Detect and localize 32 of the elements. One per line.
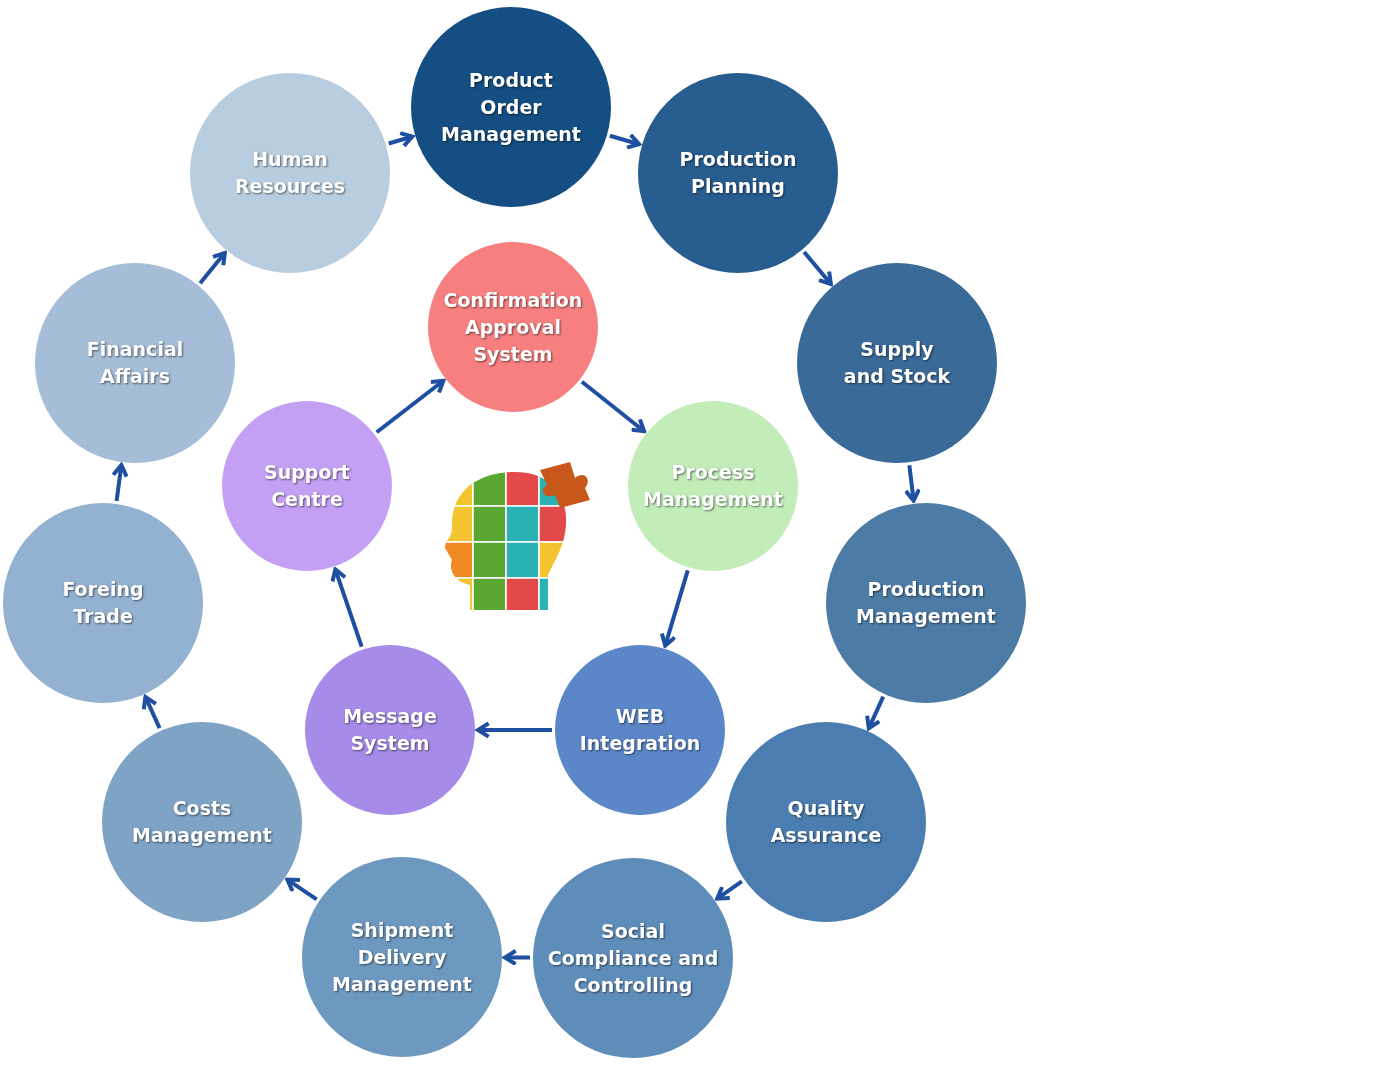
node-label: Social Compliance and Controlling bbox=[546, 918, 720, 998]
arrow bbox=[609, 132, 642, 150]
arrow bbox=[903, 465, 921, 503]
arrow bbox=[715, 879, 743, 901]
arrow bbox=[285, 877, 318, 902]
node-label: Financial Affairs bbox=[85, 337, 185, 389]
node-label: Production Management bbox=[855, 577, 997, 629]
arrow bbox=[503, 948, 530, 967]
node-label: Support Centre bbox=[263, 460, 351, 512]
node-label: Shipment Delivery Management bbox=[331, 917, 473, 997]
node-label: Human Resources bbox=[233, 147, 347, 199]
arrow bbox=[865, 695, 886, 731]
node-label: Costs Management bbox=[131, 796, 273, 848]
node-label: Supply and Stock bbox=[842, 337, 952, 389]
node-label: Production Planning bbox=[678, 147, 798, 199]
arrow bbox=[476, 721, 552, 739]
arrow bbox=[580, 380, 647, 434]
node-label: Product Order Management bbox=[440, 67, 582, 147]
arrow bbox=[141, 694, 162, 729]
arrow bbox=[198, 250, 227, 285]
node-label: Quality Assurance bbox=[769, 796, 883, 848]
node-label: Foreing Trade bbox=[61, 577, 145, 629]
arrow bbox=[330, 567, 364, 648]
arrow bbox=[802, 250, 833, 286]
arrow bbox=[111, 463, 129, 502]
node-label: WEB Integration bbox=[578, 704, 702, 756]
arrow bbox=[375, 378, 446, 434]
arrow bbox=[659, 569, 690, 648]
node-label: Confirmation Approval System bbox=[442, 287, 584, 367]
node-label: Process Management bbox=[642, 460, 784, 512]
arrow bbox=[388, 131, 415, 148]
node-label: Message System bbox=[342, 704, 438, 756]
